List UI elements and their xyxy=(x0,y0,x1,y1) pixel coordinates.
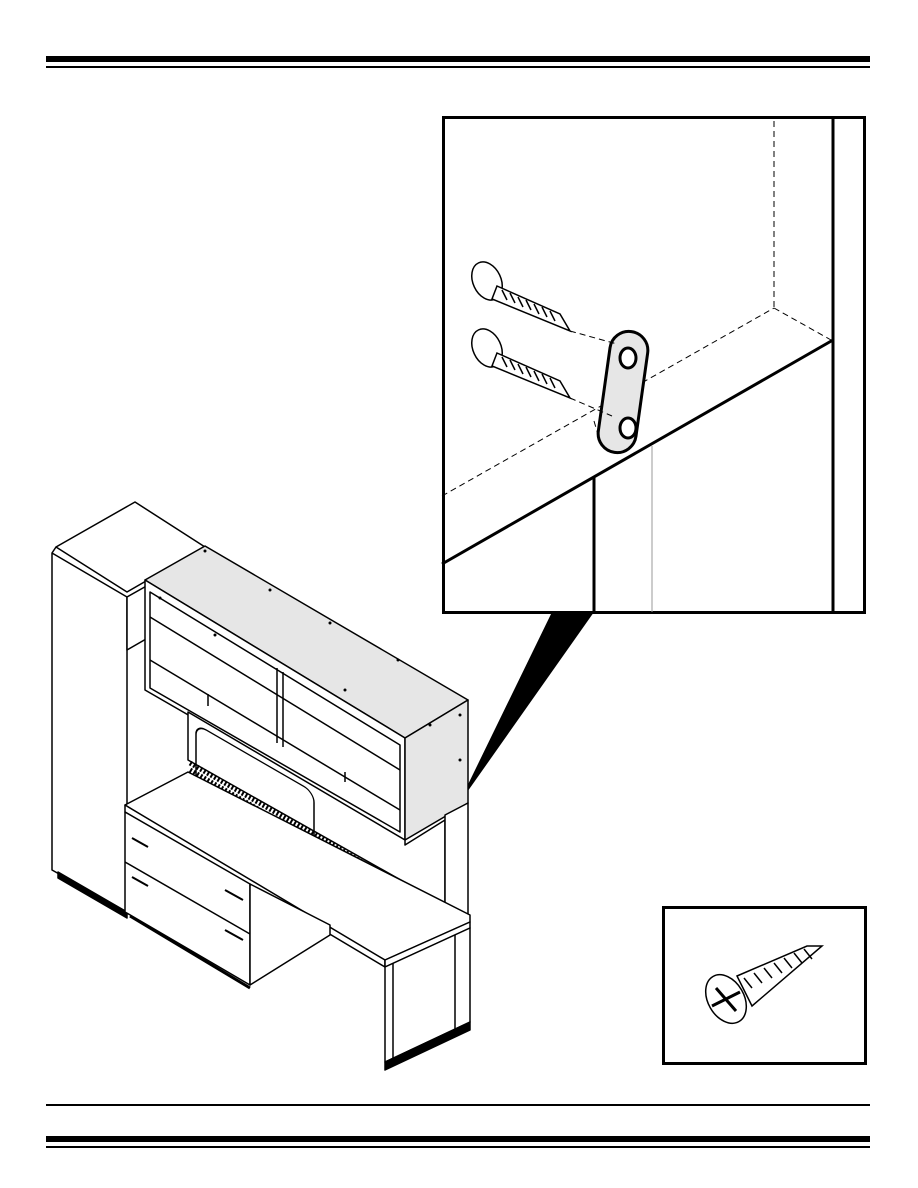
hardware-box xyxy=(662,906,867,1066)
detail-view xyxy=(442,116,866,616)
callout-wedge xyxy=(458,612,594,805)
